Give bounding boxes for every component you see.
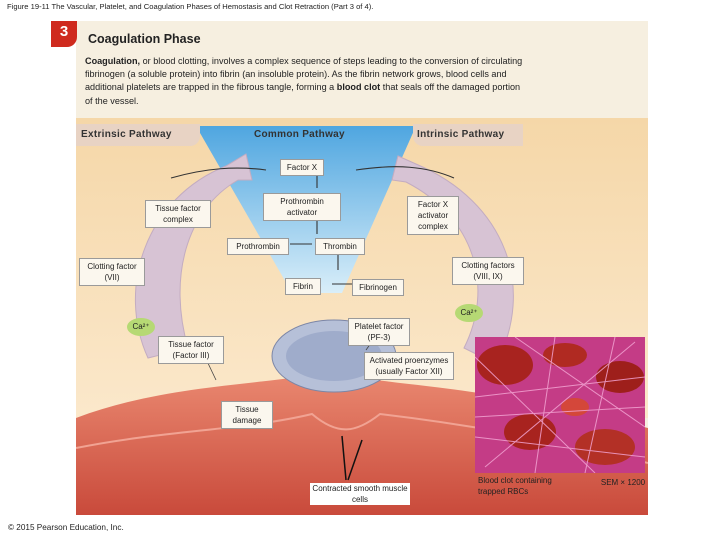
- figure-caption: Figure 19-11 The Vascular, Platelet, and…: [7, 2, 374, 11]
- common-pathway-header: Common Pathway: [254, 129, 345, 140]
- arrow-activator-to-factorx: [355, 166, 455, 179]
- intro-text-2: that seals off the damaged portion of th…: [85, 82, 521, 106]
- sem-magnification: SEM × 1200: [600, 478, 646, 487]
- phase-title: Coagulation Phase: [88, 32, 201, 46]
- contracted-muscle-label: Contracted smooth muscle cells: [310, 483, 410, 505]
- clotting-factors-viii-ix-label: Clotting factors (VIII, IX): [452, 257, 524, 285]
- platelet-factor-label: Platelet factor (PF-3): [348, 318, 410, 346]
- calcium-badge-right: Ca²⁺: [455, 304, 483, 322]
- prothrombin-label: Prothrombin: [227, 238, 289, 255]
- thrombin-label: Thrombin: [315, 238, 365, 255]
- intrinsic-pathway-header: Intrinsic Pathway: [413, 124, 523, 146]
- intro-term: Coagulation,: [85, 56, 141, 66]
- extrinsic-pathway-header: Extrinsic Pathway: [76, 124, 200, 146]
- clotting-factor-vii-label: Clotting factor (VII): [79, 258, 145, 286]
- fibrin-label: Fibrin: [285, 278, 321, 295]
- blood-clot-sem-photo: [475, 337, 645, 473]
- tissue-damage-label: Tissue damage: [221, 401, 273, 429]
- tissue-factor-iii-label: Tissue factor (Factor III): [158, 336, 224, 364]
- intro-clot-term: blood clot: [336, 82, 381, 93]
- step-badge: 3: [51, 21, 77, 47]
- copyright: © 2015 Pearson Education, Inc.: [8, 523, 124, 532]
- pointer-muscle-2: [347, 439, 363, 481]
- intro-paragraph: Coagulation, or blood clotting, involves…: [85, 55, 525, 108]
- blood-clot-caption: Blood clot containing trapped RBCs: [478, 476, 552, 496]
- arrow-tissue-to-factorx: [170, 167, 267, 179]
- pointer-muscle-1: [341, 435, 347, 481]
- calcium-badge-left: Ca²⁺: [127, 318, 155, 336]
- tissue-factor-complex-label: Tissue factor complex: [145, 200, 211, 228]
- fibrinogen-label: Fibrinogen: [352, 279, 404, 296]
- activated-proenzymes-label: Activated proenzymes (usually Factor XII…: [364, 352, 454, 380]
- factor-x-label: Factor X: [280, 159, 324, 176]
- prothrombin-activator-label: Prothrombin activator: [263, 193, 341, 221]
- factor-x-activator-complex-label: Factor X activator complex: [407, 196, 459, 235]
- intro-text-1: or blood clotting, involves a complex se…: [85, 56, 523, 93]
